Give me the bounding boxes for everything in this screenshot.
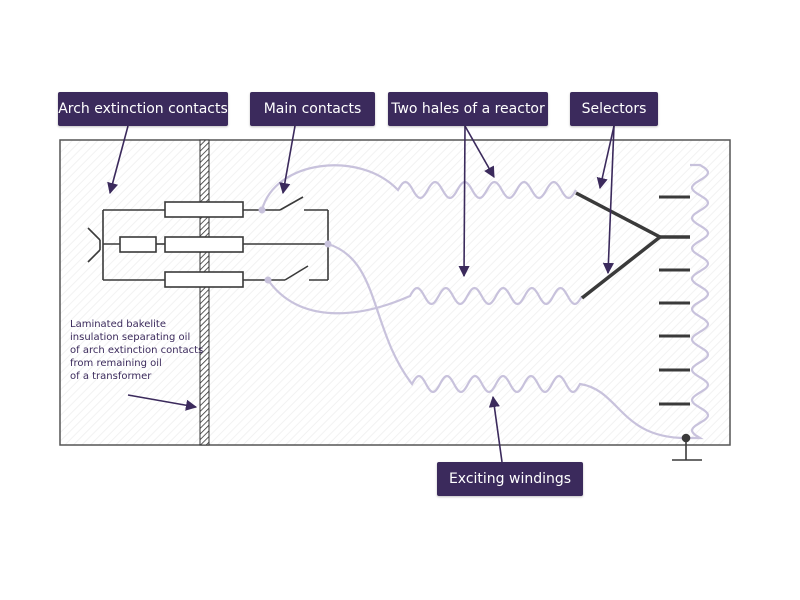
insulation-note-line: insulation separating oil (70, 332, 191, 343)
insulation-note-line: Laminated bakelite (70, 319, 166, 330)
tap-winding (686, 163, 710, 440)
tap-contacts (659, 195, 690, 406)
arch-extinction-contacts-label: Arch extinction contacts (58, 92, 228, 126)
insulation-note: Laminated bakelite insulation separating… (70, 318, 220, 383)
ground-icon (672, 433, 702, 461)
insulation-note-line: of a transformer (70, 371, 152, 382)
bakelite-insulation-barrier (199, 139, 210, 446)
exciting-winding (327, 242, 687, 440)
reactor-winding-upper (260, 164, 577, 211)
exciting-windings-label: Exciting windings (437, 462, 583, 496)
selector-arms (575, 191, 690, 300)
insulation-note-line: of arch extinction contacts (70, 345, 204, 356)
contact-circuit (87, 196, 329, 288)
transformer-tank (59, 139, 731, 446)
main-contacts-label: Main contacts (250, 92, 375, 126)
wire-layer (260, 163, 710, 440)
pointer-arrows (107, 125, 615, 463)
reactor-halves-label: Two hales of a reactor (388, 92, 548, 126)
insulation-note-line: from remaining oil (70, 358, 162, 369)
selectors-label: Selectors (570, 92, 658, 126)
reactor-winding-lower (267, 279, 583, 315)
